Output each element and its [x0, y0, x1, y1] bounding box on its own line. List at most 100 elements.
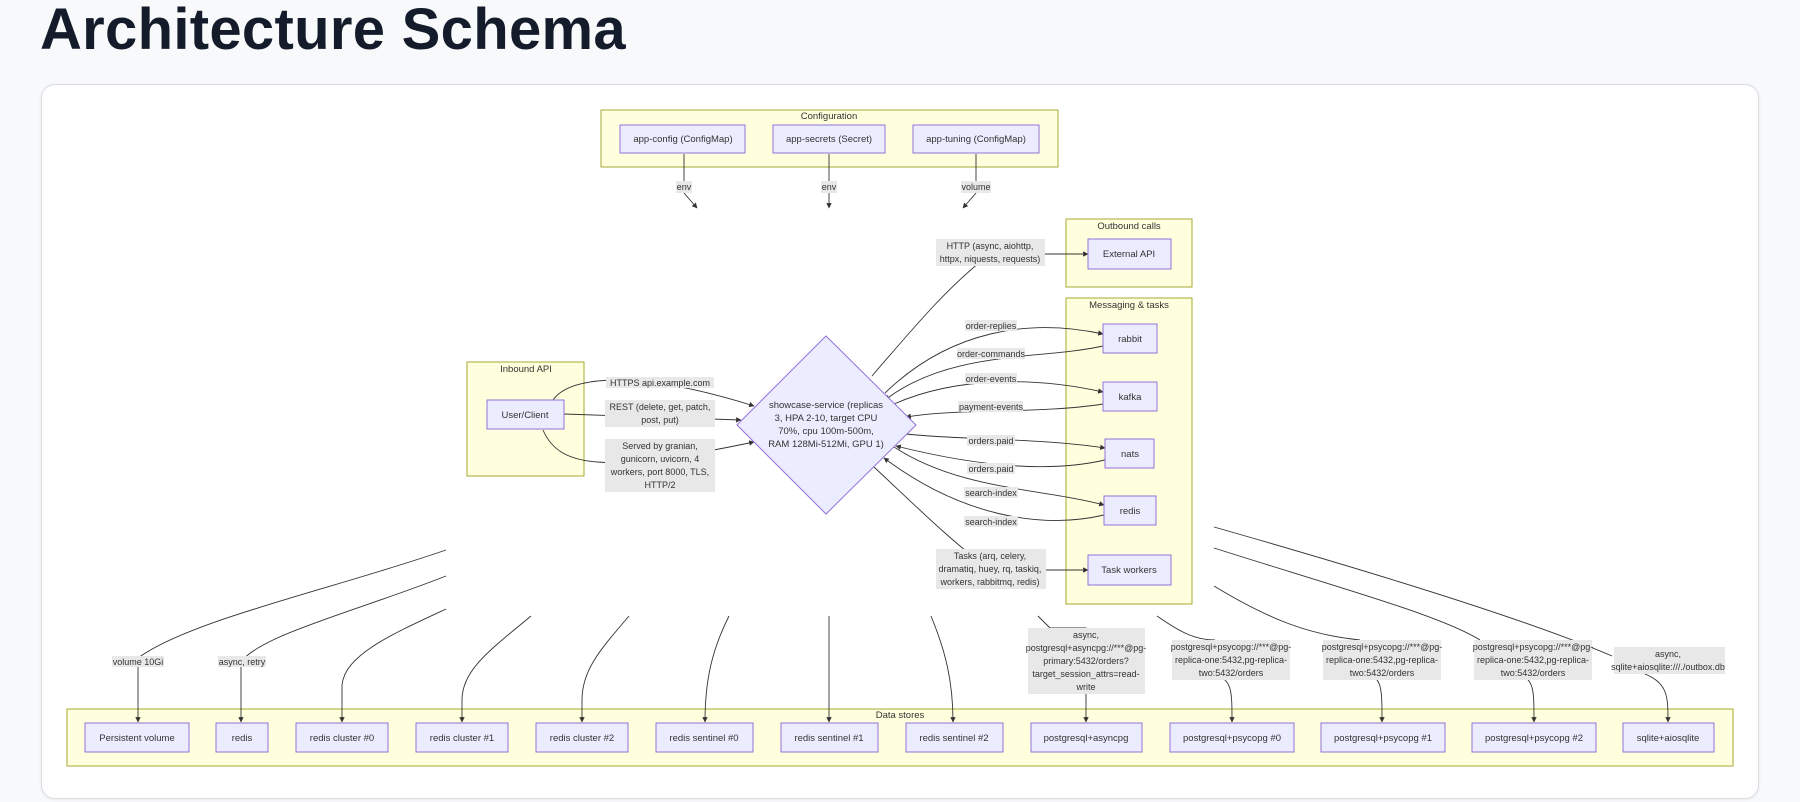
- node-ds-redis[interactable]: redis: [215, 722, 269, 753]
- nodes: app-config (ConfigMap) app-secrets (Secr…: [84, 124, 1715, 753]
- node-app-config-label: app-config (ConfigMap): [633, 134, 732, 145]
- group-messaging-title: Messaging & tasks: [1089, 300, 1169, 311]
- edge-label-http-line-2: httpx, niquests, requests): [940, 254, 1041, 264]
- edge-label-pg-asyncpg-line-3: primary:5432/orders?: [1043, 656, 1129, 666]
- node-service-line-3: 70%, cpu 100m-500m,: [778, 426, 874, 437]
- edge-ds-redis-sentinel-0: [702, 615, 730, 723]
- node-ds-pg-asyncpg[interactable]: postgresql+asyncpg: [1030, 722, 1143, 753]
- node-ds-pg-psycopg-1[interactable]: postgresql+psycopg #1: [1320, 722, 1446, 753]
- node-ds-redis-sentinel-2[interactable]: redis sentinel #2: [905, 722, 1004, 753]
- edge-label-search-index-2: search-index: [965, 517, 1017, 527]
- node-ds-pg-psycopg-2[interactable]: postgresql+psycopg #2: [1471, 722, 1597, 753]
- edge-label-pg-asyncpg-line-4: target_session_attrs=read-: [1032, 669, 1139, 679]
- node-app-secrets-label: app-secrets (Secret): [786, 134, 872, 145]
- edge-label-tasks-line-1: Tasks (arq, celery,: [954, 551, 1026, 561]
- edge-label-orders-paid-1: orders.paid: [968, 436, 1013, 446]
- edge-label-pg-psycopg-0-line-1: postgresql+psycopg://***@pg-: [1171, 642, 1291, 652]
- edge-label-order-events: order-events: [966, 374, 1017, 384]
- edge-ds-redis: [238, 575, 447, 723]
- edge-ds-redis-cluster-2: [579, 615, 630, 723]
- node-ds-redis-sentinel-1[interactable]: redis sentinel #1: [780, 722, 879, 753]
- node-ds-redis-sentinel-0[interactable]: redis sentinel #0: [655, 722, 754, 753]
- edge-label-orders-paid-2: orders.paid: [968, 464, 1013, 474]
- node-user-client-label: User/Client: [502, 410, 549, 421]
- group-inbound-title: Inbound API: [500, 364, 552, 375]
- edge-label-volume: volume: [961, 182, 990, 192]
- edge-label-search-index-1: search-index: [965, 488, 1017, 498]
- node-ds-pg-psycopg-0-label: postgresql+psycopg #0: [1183, 733, 1281, 744]
- node-external-api-label: External API: [1103, 249, 1155, 260]
- edge-label-sqlite-line-1: async,: [1655, 649, 1681, 659]
- group-configuration-title: Configuration: [801, 111, 858, 122]
- edge-ds-redis-sentinel-2: [930, 615, 956, 723]
- edge-label-pg-asyncpg-line-2: postgresql+asyncpg://***@pg-: [1026, 643, 1146, 653]
- node-redis-messaging-label: redis: [1120, 506, 1141, 517]
- edge-label-env-2: env: [822, 182, 837, 192]
- node-rabbit-label: rabbit: [1118, 334, 1142, 345]
- node-nats[interactable]: nats: [1104, 438, 1155, 469]
- page-title: Architecture Schema: [40, 0, 626, 62]
- node-external-api[interactable]: External API: [1087, 238, 1172, 270]
- node-ds-redis-cluster-2-label: redis cluster #2: [550, 733, 614, 744]
- node-rabbit[interactable]: rabbit: [1102, 323, 1158, 354]
- edge-label-rest-line-2: post, put): [641, 415, 679, 425]
- node-ds-persistent-volume[interactable]: Persistent volume: [84, 722, 190, 753]
- edge-label-env-1: env: [677, 182, 692, 192]
- node-ds-pg-psycopg-2-label: postgresql+psycopg #2: [1485, 733, 1583, 744]
- node-ds-persistent-volume-label: Persistent volume: [99, 733, 175, 744]
- edge-label-payment-events: payment-events: [959, 402, 1024, 412]
- node-ds-redis-cluster-1-label: redis cluster #1: [430, 733, 494, 744]
- edge-label-pg-psycopg-0-line-2: replica-one:5432,pg-replica-: [1175, 655, 1287, 665]
- edge-label-pg-psycopg-1-line-3: two:5432/orders: [1350, 668, 1415, 678]
- edge-label-pg-psycopg-0-line-3: two:5432/orders: [1199, 668, 1264, 678]
- node-ds-sqlite-label: sqlite+aiosqlite: [1637, 733, 1700, 744]
- node-redis-messaging[interactable]: redis: [1103, 495, 1157, 526]
- edge-label-rest-line-1: REST (delete, get, patch,: [610, 402, 711, 412]
- node-ds-redis-cluster-2[interactable]: redis cluster #2: [535, 722, 629, 753]
- node-user-client[interactable]: User/Client: [486, 399, 565, 430]
- edge-label-order-replies: order-replies: [966, 321, 1017, 331]
- node-service-line-4: RAM 128Mi-512Mi, GPU 1): [768, 439, 884, 450]
- node-app-config[interactable]: app-config (ConfigMap): [619, 124, 746, 154]
- node-kafka-label: kafka: [1119, 392, 1142, 403]
- edge-label-pg-psycopg-1-line-1: postgresql+psycopg://***@pg-: [1322, 642, 1442, 652]
- node-ds-sqlite[interactable]: sqlite+aiosqlite: [1622, 722, 1715, 753]
- edge-label-order-commands: order-commands: [957, 349, 1026, 359]
- node-nats-label: nats: [1121, 449, 1139, 460]
- node-ds-redis-cluster-0-label: redis cluster #0: [310, 733, 374, 744]
- node-ds-redis-label: redis: [232, 733, 253, 744]
- edge-label-served-line-2: gunicorn, uvicorn, 4: [621, 454, 700, 464]
- node-kafka[interactable]: kafka: [1102, 381, 1158, 412]
- edge-label-async-retry: async, retry: [219, 657, 266, 667]
- edge-label-pg-asyncpg-line-1: async,: [1073, 630, 1099, 640]
- edge-label-sqlite-line-2: sqlite+aiosqlite:///./outbox.db: [1611, 662, 1725, 672]
- node-app-tuning[interactable]: app-tuning (ConfigMap): [912, 124, 1040, 154]
- node-app-secrets[interactable]: app-secrets (Secret): [772, 124, 886, 154]
- node-ds-redis-cluster-0[interactable]: redis cluster #0: [295, 722, 389, 753]
- edge-label-pg-psycopg-2-line-3: two:5432/orders: [1501, 668, 1566, 678]
- node-ds-pg-psycopg-0[interactable]: postgresql+psycopg #0: [1169, 722, 1295, 753]
- node-task-workers[interactable]: Task workers: [1087, 554, 1172, 586]
- edge-label-tasks-line-2: dramatiq, huey, rq, taskiq,: [939, 564, 1042, 574]
- edge-search-index-1: [893, 446, 1105, 507]
- edge-label-served-line-3: workers, port 8000, TLS,: [610, 467, 709, 477]
- edge-search-index-2: [883, 457, 1105, 521]
- edge-label-pg-psycopg-2-line-1: postgresql+psycopg://***@pg-: [1473, 642, 1593, 652]
- group-outbound-title: Outbound calls: [1097, 221, 1161, 232]
- node-ds-redis-sentinel-1-label: redis sentinel #1: [794, 733, 863, 744]
- edge-label-https: HTTPS api.example.com: [610, 378, 710, 388]
- edge-ds-redis-cluster-0: [339, 608, 447, 723]
- edge-label-served-line-1: Served by granian,: [622, 441, 698, 451]
- edge-label-tasks-line-3: workers, rabbitmq, redis): [939, 577, 1039, 587]
- node-ds-redis-cluster-1[interactable]: redis cluster #1: [415, 722, 509, 753]
- node-service-line-1: showcase-service (replicas: [769, 400, 883, 411]
- node-showcase-service[interactable]: showcase-service (replicas 3, HPA 2-10, …: [736, 335, 917, 515]
- edges: [135, 154, 1668, 723]
- edge-order-replies: [884, 327, 1104, 394]
- node-app-tuning-label: app-tuning (ConfigMap): [926, 134, 1026, 145]
- edge-label-pg-psycopg-1-line-2: replica-one:5432,pg-replica-: [1326, 655, 1438, 665]
- edge-label-pg-asyncpg-line-5: write: [1075, 682, 1095, 692]
- edge-label-volume-10gi: volume 10Gi: [113, 657, 164, 667]
- group-datastores-title: Data stores: [876, 710, 925, 721]
